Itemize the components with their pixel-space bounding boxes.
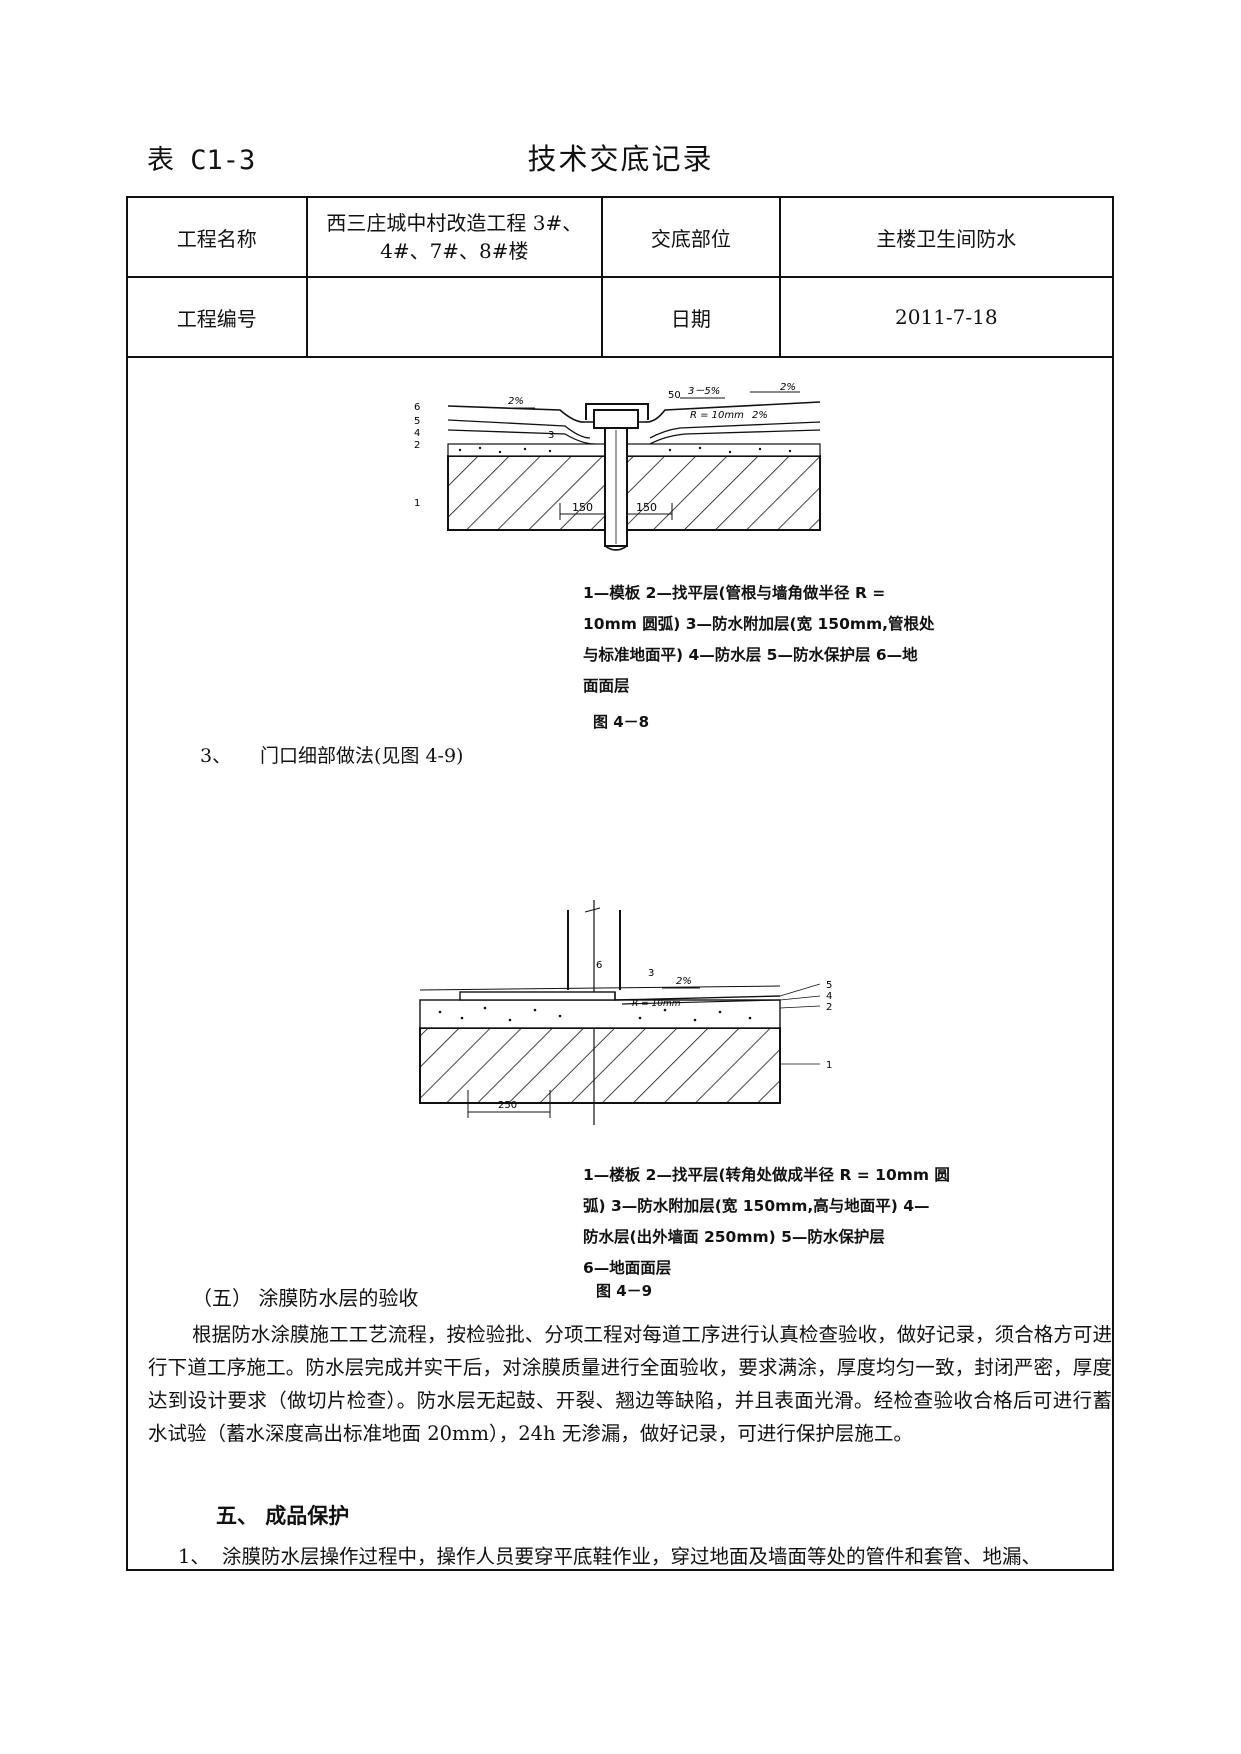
step-3-text: 门口细部做法(见图 4-9) [260, 745, 464, 767]
step-3-number: 3、 [200, 745, 232, 767]
fig48-dim-left: 150 [572, 501, 593, 514]
fig49-slope: 2% [676, 976, 692, 987]
figure-4-9-caption: 1—楼板 2—找平层(转角处做成半径 R = 10mm 圆 弧) 3—防水附加层… [583, 1160, 1003, 1284]
fig49-caption-line: 防水层(出外墙面 250mm) 5—防水保护层 [583, 1228, 885, 1246]
location-label: 交底部位 [601, 196, 781, 278]
project-name-line2: 4#、7#、8#楼 [380, 239, 529, 263]
figure-4-8-label: 图 4－8 [593, 713, 650, 731]
fig48-label-3: 3 [548, 430, 554, 441]
fig48-layer-6: 6 [414, 402, 420, 413]
project-no-label: 工程编号 [126, 276, 308, 358]
date-value: 2011-7-18 [778, 276, 1115, 358]
form-code: 表 C1-3 [147, 145, 256, 176]
info-row-project-name: 工程名称 西三庄城中村改造工程 3#、 4#、7#、8#楼 交底部位 主楼卫生间… [126, 196, 1115, 278]
fig49-caption-line: 1—楼板 2—找平层(转角处做成半径 R = 10mm 圆 [583, 1166, 950, 1184]
project-name-label: 工程名称 [126, 196, 308, 278]
figure-4-9-label: 图 4－9 [596, 1282, 653, 1300]
figure-4-8-drawing: 150 150 2% 50 3－5% 2% R = 10mm 2% 6 5 4 … [414, 382, 821, 551]
fig49-label-1: 1 [826, 1060, 832, 1071]
step-3: 3、 门口细部做法(见图 4-9) [200, 741, 463, 768]
fig48-dim-50: 50 [668, 390, 681, 401]
fig49-label-3: 3 [648, 968, 654, 979]
fig49-caption-line: 6—地面面层 [583, 1259, 672, 1277]
fig48-caption-line: 1—模板 2—找平层(管根与墙角做半径 R = [583, 584, 886, 602]
fig49-label-6: 6 [596, 960, 602, 971]
fig48-caption-line: 与标准地面平) 4—防水层 5—防水保护层 6—地 [583, 646, 918, 664]
project-name-line1: 西三庄城中村改造工程 3#、 [326, 211, 583, 235]
fig48-layer-5: 5 [414, 416, 420, 427]
fig49-label-4: 4 [826, 991, 832, 1002]
chapter-title-product-protection: 五、 成品保护 [216, 1504, 350, 1528]
section-title-coating-acceptance: （五） 涂膜防水层的验收 [192, 1286, 419, 1310]
fig49-radius: R = 10mm [632, 999, 681, 1009]
fig49-caption-line: 弧) 3—防水附加层(宽 150mm,高与地面平) 4— [583, 1197, 930, 1215]
document-title: 技术交底记录 [527, 142, 714, 176]
fig48-caption-line: 面面层 [583, 677, 630, 695]
figure-4-8-caption: 1—模板 2—找平层(管根与墙角做半径 R = 10mm 圆弧) 3—防水附加层… [583, 578, 1003, 702]
protection-item-1: 1、涂膜防水层操作过程中，操作人员要穿平底鞋作业，穿过地面及墙面等处的管件和套管… [148, 1540, 1112, 1569]
location-value: 主楼卫生间防水 [778, 196, 1115, 278]
fig48-radius: R = 10mm [690, 410, 744, 421]
fig48-slope-mid: 3－5% [688, 386, 720, 397]
figure-4-9-drawing: 6 3 2% R = 10mm 5 4 2 1 250 [419, 900, 832, 1125]
fig49-label-2: 2 [826, 1002, 832, 1013]
info-table: 工程名称 西三庄城中村改造工程 3#、 4#、7#、8#楼 交底部位 主楼卫生间… [126, 196, 1115, 358]
coating-acceptance-paragraph: 根据防水涂膜施工工艺流程，按检验批、分项工程对每道工序进行认真检查验收，做好记录… [148, 1318, 1112, 1450]
fig48-dim-right: 150 [636, 501, 657, 514]
protection-item-1-number: 1、 [178, 1545, 210, 1568]
fig48-slope-right: 2% [780, 382, 796, 393]
coating-acceptance-text: 根据防水涂膜施工工艺流程，按检验批、分项工程对每道工序进行认真检查验收，做好记录… [148, 1323, 1112, 1445]
fig49-label-5: 5 [826, 980, 832, 991]
fig48-layer-4: 4 [414, 428, 420, 439]
fig48-slope-small: 2% [752, 410, 768, 421]
date-label: 日期 [601, 276, 781, 358]
project-name-value: 西三庄城中村改造工程 3#、 4#、7#、8#楼 [305, 196, 604, 278]
fig48-layer-1: 1 [414, 498, 420, 509]
fig48-layer-2: 2 [414, 440, 420, 451]
fig48-caption-line: 10mm 圆弧) 3—防水附加层(宽 150mm,管根处 [583, 615, 935, 633]
fig48-slope-left: 2% [508, 396, 524, 407]
fig49-dim: 250 [498, 1100, 517, 1111]
info-row-project-no: 工程编号 日期 2011-7-18 [126, 276, 1115, 358]
protection-item-1-text: 涂膜防水层操作过程中，操作人员要穿平底鞋作业，穿过地面及墙面等处的管件和套管、地… [222, 1545, 1042, 1568]
project-no-value [305, 276, 604, 358]
